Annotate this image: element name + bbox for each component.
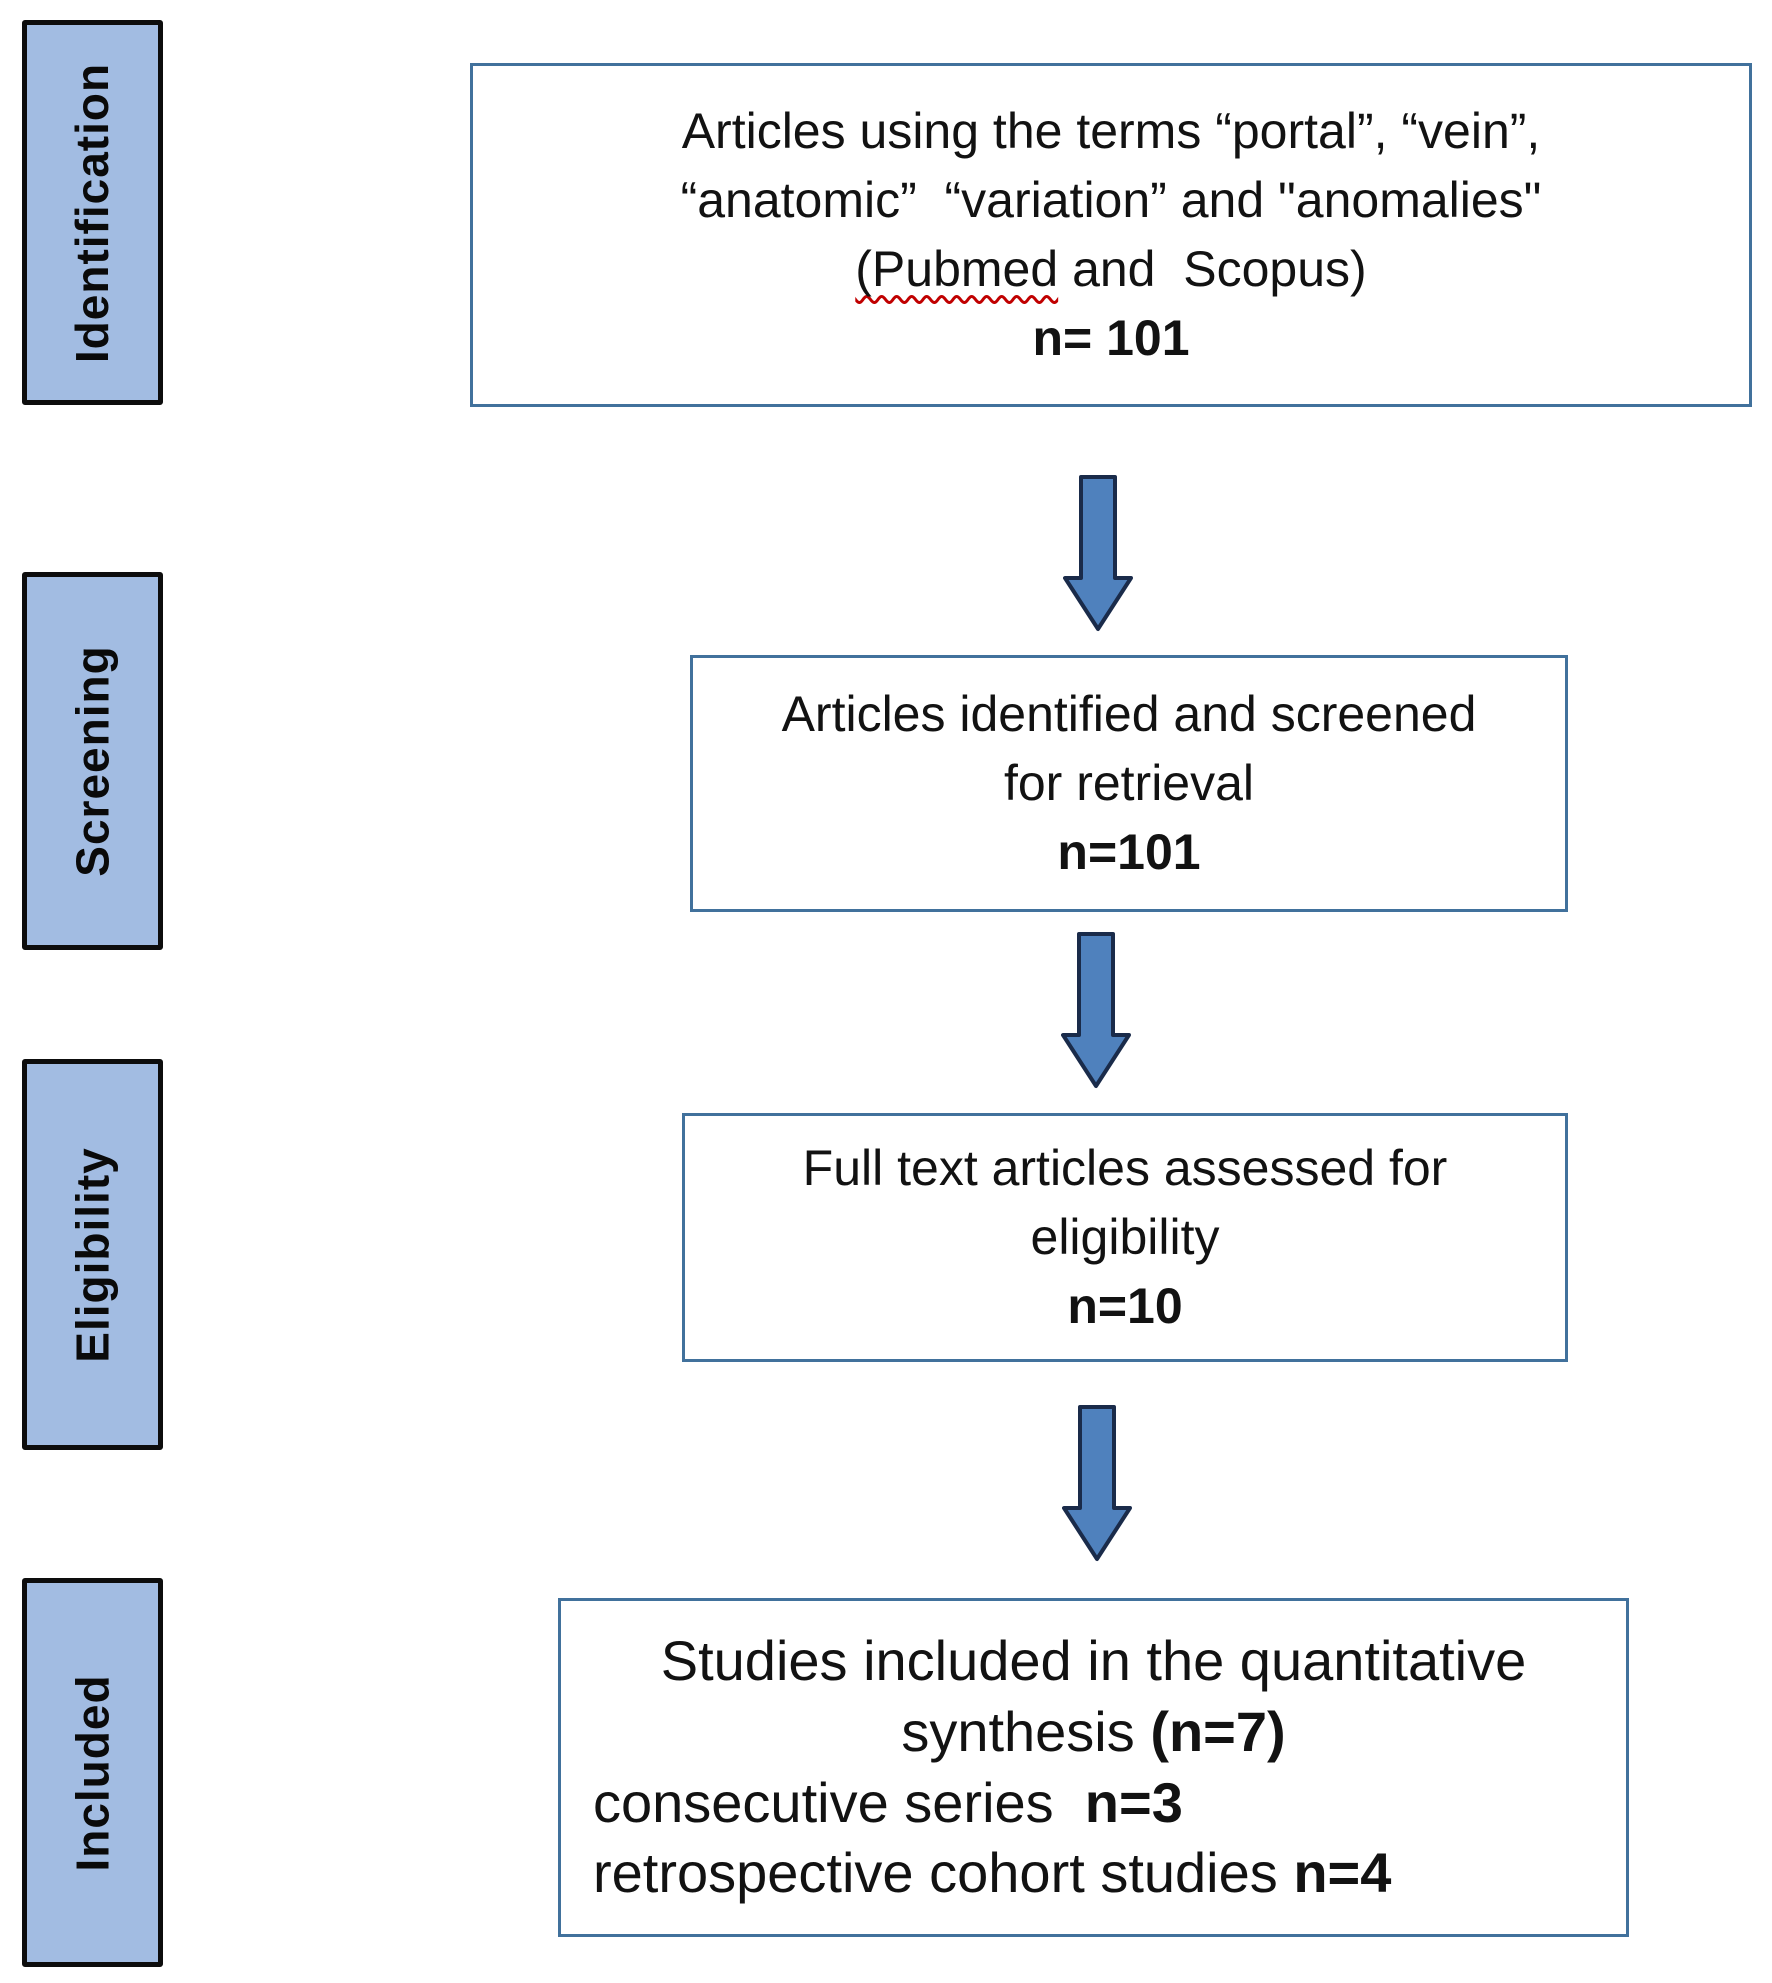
text-line: (Pubmed and Scopus) (473, 235, 1749, 304)
text-line: for retrieval (693, 749, 1565, 818)
text-line: retrospective cohort studies n=4 (561, 1838, 1626, 1909)
text-segment: “anatomic” “variation” and "anomalies" (680, 172, 1542, 228)
text-segment: and Scopus) (1058, 241, 1367, 297)
text-segment: n= 101 (1032, 310, 1190, 366)
text-line: n= 101 (473, 304, 1749, 373)
text-segment: for retrieval (1003, 755, 1255, 811)
text-segment: n=10 (1067, 1278, 1183, 1334)
text-segment: n=3 (1084, 1770, 1183, 1834)
text-segment: Articles identified and screened (781, 686, 1477, 742)
text-segment: Full text articles assessed for (802, 1140, 1448, 1196)
text-line: “anatomic” “variation” and "anomalies" (473, 166, 1749, 235)
flow-box-eligibility: Full text articles assessed for eligibili… (682, 1113, 1568, 1362)
text-line: eligibility (685, 1203, 1565, 1272)
text-line: n=10 (685, 1272, 1565, 1341)
text-segment: n=4 (1293, 1841, 1392, 1905)
flow-box-screening: Articles identified and screened for retr… (690, 655, 1568, 912)
stage-box-included: Included (22, 1578, 163, 1967)
stage-label-identification: Identification (66, 62, 119, 363)
stage-label-eligibility: Eligibility (66, 1146, 119, 1363)
text-segment: Articles using the terms “portal”, “vein… (681, 103, 1541, 159)
text-segment: n=101 (1057, 824, 1201, 880)
text-line: consecutive series n=3 (561, 1768, 1626, 1839)
text-line: Articles using the terms “portal”, “vein… (473, 97, 1749, 166)
text-line: Studies included in the quantitative (561, 1626, 1626, 1697)
text-segment: (n=7) (1150, 1699, 1286, 1763)
text-segment: Studies included in the quantitative (660, 1629, 1527, 1693)
flow-box-identification: Articles using the terms “portal”, “vein… (470, 63, 1752, 407)
stage-label-screening: Screening (66, 645, 119, 877)
down-arrow-icon (1061, 932, 1131, 1088)
text-line: Articles identified and screened (693, 680, 1565, 749)
misspelling-squiggle-text: (Pubmed (855, 241, 1059, 297)
text-line: n=101 (693, 818, 1565, 887)
text-line: synthesis (n=7) (561, 1697, 1626, 1768)
text-segment: consecutive series (593, 1770, 1085, 1834)
stage-box-identification: Identification (22, 20, 163, 405)
down-arrow-icon (1063, 475, 1133, 631)
down-arrow-icon (1062, 1405, 1132, 1561)
stage-box-screening: Screening (22, 572, 163, 950)
text-segment: eligibility (1030, 1209, 1220, 1265)
text-line: Full text articles assessed for (685, 1134, 1565, 1203)
text-segment: synthesis (901, 1699, 1151, 1763)
text-segment: retrospective cohort studies (593, 1841, 1294, 1905)
stage-box-eligibility: Eligibility (22, 1059, 163, 1450)
stage-label-included: Included (66, 1673, 119, 1872)
